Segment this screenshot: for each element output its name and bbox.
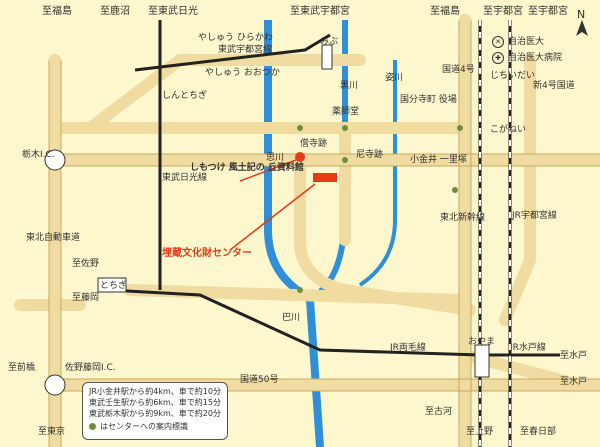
- label-to-sano: 至佐野: [72, 257, 99, 269]
- university-icon: ✕: [492, 35, 504, 48]
- label-yakushido: 薬師堂: [332, 105, 359, 117]
- label-to-ueno: 至上野: [466, 426, 493, 437]
- sano-fujioka-ic-marker: [44, 374, 66, 396]
- access-row-1: 東武壬生駅から約6km、車で約15分: [89, 398, 221, 407]
- tochigi-station-box: [97, 277, 127, 293]
- label-jichidai-station: じちいだい: [490, 70, 535, 81]
- label-jr-ryomo: JR両毛線: [389, 341, 426, 353]
- label-koganei-station: こがねい: [490, 123, 526, 135]
- sign-dot-icon: [89, 423, 96, 430]
- label-tochigi-ic: 栃木I.C.: [22, 148, 55, 160]
- label-yashu-hirakawa: やしゅう ひらかわ: [198, 32, 273, 43]
- access-row-0: JR小金井駅から約4km、車で約10分: [89, 387, 221, 396]
- label-sobaiji: 僧寺跡: [300, 137, 327, 149]
- label-kokubunji-town: 国分寺町 役場: [400, 93, 457, 105]
- label-koganei: 小金井 一里塚: [410, 153, 467, 165]
- top-legend: ✕ 自治医大 ✚ 自治医大病院: [492, 34, 562, 66]
- label-jr-mito: JR水戸線: [509, 341, 546, 353]
- label-utsunomiya: 至宇都宮: [483, 4, 523, 17]
- compass-letter: N: [577, 8, 585, 21]
- sugata-river-shape: [358, 60, 397, 287]
- label-mibu: みぶ: [320, 36, 338, 47]
- center-leader: [229, 183, 316, 251]
- label-maizo-center: 埋蔵文化財センター: [162, 246, 252, 259]
- access-info-box: JR小金井駅から約4km、車で約10分 東武壬生駅から約6km、車で約15分 東…: [82, 382, 228, 440]
- label-route50: 国道50号: [240, 373, 278, 385]
- label-fukushima-left: 至福島: [42, 4, 72, 17]
- compass: N: [572, 6, 592, 40]
- label-tochigi-station: とちぎ: [100, 279, 127, 291]
- label-to-maebashi: 至前橋: [8, 361, 35, 373]
- museum-marker: [295, 152, 305, 162]
- label-shin4-route: 新4号国道: [533, 79, 575, 91]
- label-to-tokyo: 至東京: [38, 425, 65, 437]
- label-to-kasukabe: 至春日部: [520, 425, 556, 437]
- label-tobu-utsunomiya: 至東武宇都宮: [290, 4, 350, 17]
- access-row-2: 東武栃木駅から約9km、車で約20分: [89, 409, 221, 418]
- tochigi-ic-marker: [44, 149, 66, 171]
- sign-legend: はセンターへの案内標識: [89, 421, 221, 432]
- compass-arrow-icon: [576, 20, 588, 36]
- legend-jichi-idai: 自治医大: [508, 37, 545, 47]
- label-sano-fujioka-ic: 佐野藤岡I.C.: [65, 361, 116, 373]
- label-tomoe-river: 巴川: [282, 312, 300, 323]
- label-tobu-nikko-line: 東武日光線: [162, 171, 207, 183]
- label-kurokawa: 黒川: [340, 80, 358, 91]
- label-to-mito2: 至水戸: [560, 375, 587, 387]
- label-yashu-otsuka: やしゅう おおつか: [205, 67, 280, 78]
- rail-lines: [109, 20, 560, 447]
- legend-jichi-hospital: 自治医大病院: [508, 53, 563, 63]
- hospital-icon: ✚: [492, 51, 504, 64]
- label-omoi-river: 思川: [266, 152, 284, 163]
- label-fukushima-right: 至福島: [430, 4, 460, 17]
- label-shimotsuke-museum: しもつけ 風土記の 丘資料館: [190, 161, 304, 173]
- label-to-fujioka: 至藤岡: [72, 291, 99, 303]
- label-tobu-utsunomiya-line: 東武宇都宮線: [218, 43, 272, 55]
- label-tohoku-expressway: 東北自動車道: [26, 231, 80, 243]
- label-route4: 国道4号: [442, 63, 475, 75]
- label-sugata: 姿川: [385, 71, 403, 83]
- mibu-station-box: [321, 44, 333, 70]
- center-marker: [313, 173, 337, 182]
- roads: [14, 14, 600, 447]
- label-to-mito1: 至水戸: [560, 349, 587, 361]
- label-oyama: おやま: [468, 336, 495, 347]
- label-tohoku-shinkansen: 東北新幹線: [440, 211, 485, 223]
- label-tobu-nikko: 至東武日光: [148, 4, 198, 17]
- label-kanuma: 至鹿沼: [100, 4, 130, 17]
- oyama-station-box: [474, 344, 490, 378]
- guide-sign-dots: [297, 125, 463, 293]
- label-shintochigi: しんとちぎ: [162, 89, 207, 101]
- label-utsunomiya2: 至宇都宮: [528, 4, 568, 17]
- label-jr-utsunomiya-line: JR宇都宮線: [511, 209, 557, 221]
- label-to-koga: 至古河: [425, 405, 452, 417]
- museum-leader: [239, 159, 297, 182]
- label-amadera: 尼寺跡: [356, 148, 383, 160]
